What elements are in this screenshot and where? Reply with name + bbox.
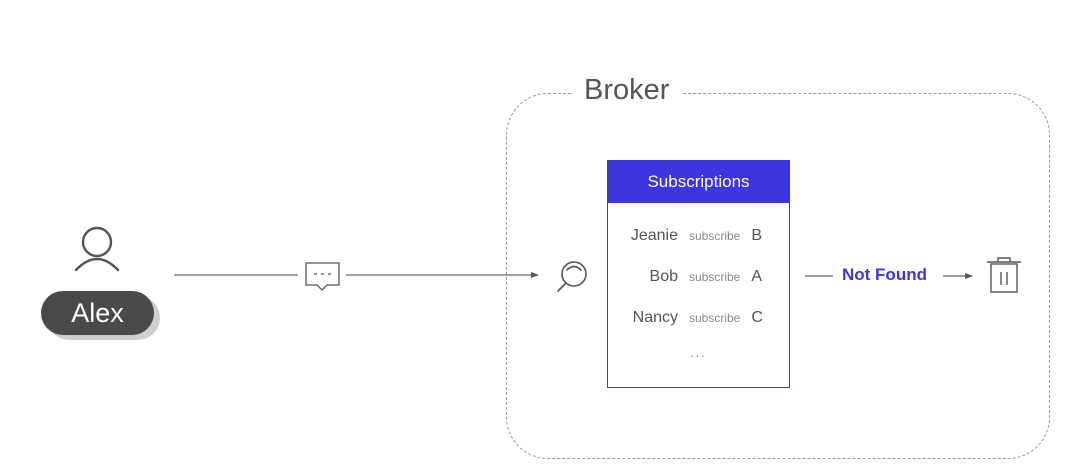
topic-label: B xyxy=(751,227,763,244)
broker-boundary xyxy=(506,93,1050,459)
topic-label: C xyxy=(751,309,763,326)
publisher-badge: Alex xyxy=(41,291,154,335)
subscriber-name: Bob xyxy=(649,268,678,285)
subscription-row: Nancy subscribe C xyxy=(608,309,789,327)
trash-icon xyxy=(987,257,1021,293)
subscriber-name: Nancy xyxy=(632,309,678,326)
search-icon xyxy=(557,261,587,292)
subscribe-verb: subscribe xyxy=(689,229,741,243)
arrowhead xyxy=(965,273,973,279)
subscribe-verb: subscribe xyxy=(689,270,741,284)
more-ellipsis: ... xyxy=(690,345,707,360)
topic-label: A xyxy=(751,268,763,285)
subscription-row: Jeanie subscribe B xyxy=(608,227,789,245)
subscriber-name: Jeanie xyxy=(630,227,678,244)
message-icon xyxy=(305,262,340,291)
broker-title: Broker xyxy=(572,76,682,105)
subscription-row: Bob subscribe A xyxy=(608,268,789,286)
not-found-label: Not Found xyxy=(842,265,927,284)
subscriptions-table: Subscriptions Jeanie subscribe B Bob sub… xyxy=(607,160,790,388)
arrowhead xyxy=(531,272,539,278)
person-icon xyxy=(74,226,120,272)
subscribe-verb: subscribe xyxy=(689,311,741,325)
subscriptions-header: Subscriptions xyxy=(608,161,789,203)
